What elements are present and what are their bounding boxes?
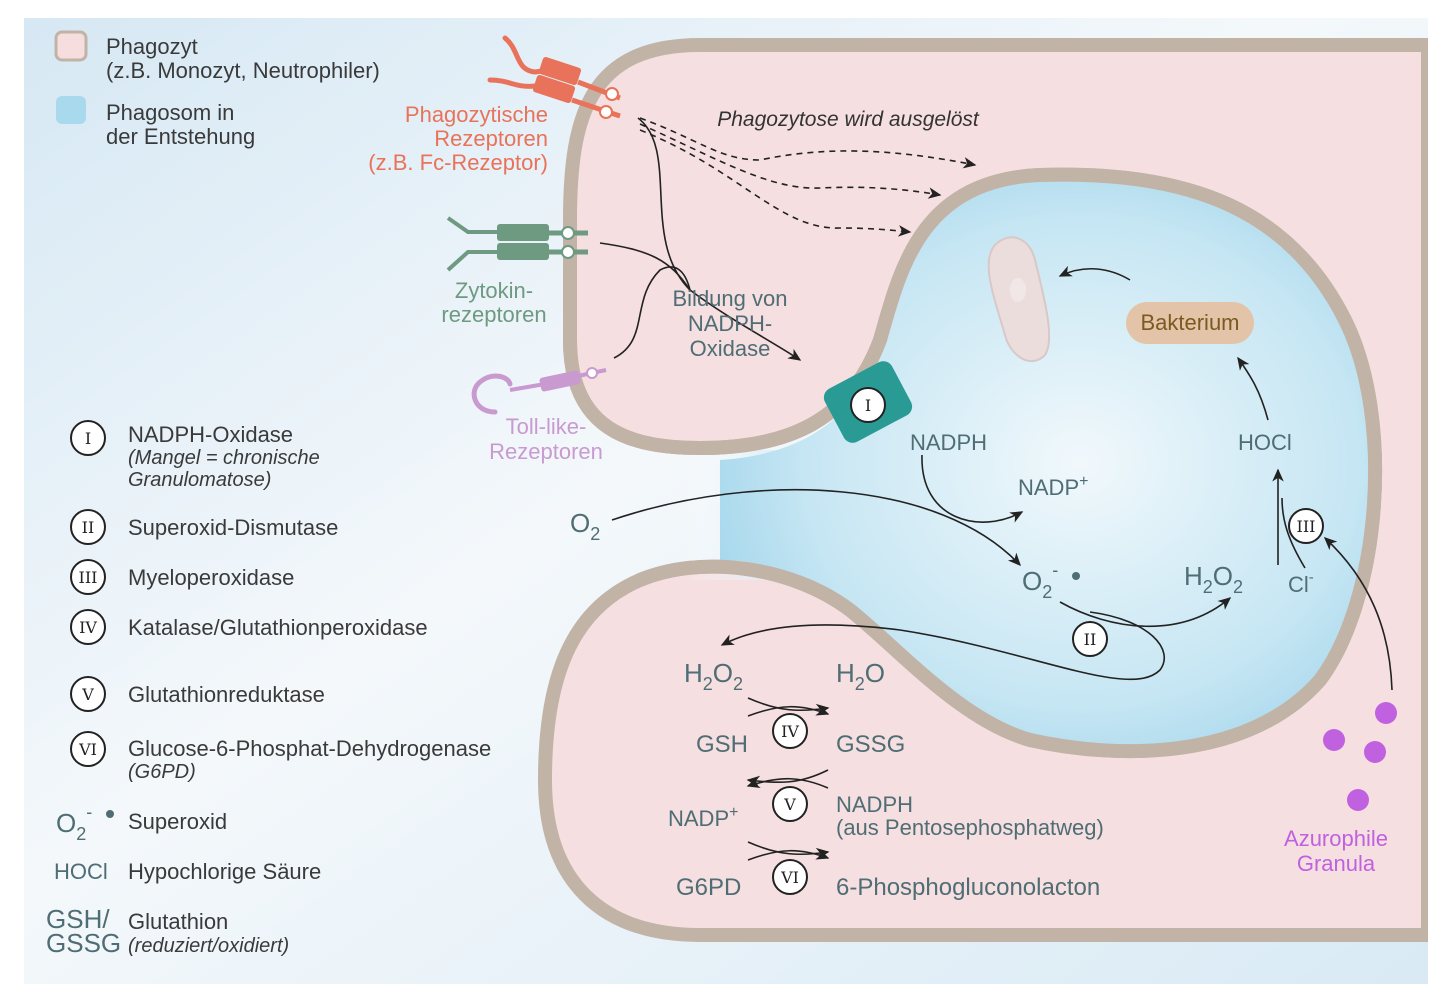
- enzyme-marker-III: III: [1288, 508, 1324, 544]
- superoxide-label: O2-: [1022, 560, 1058, 602]
- abbr-meaning: Superoxid: [128, 809, 227, 834]
- azurophil-label: Azurophile: [1284, 826, 1388, 851]
- abbr-symbol: HOCl: [54, 859, 108, 884]
- numeral-V: V: [783, 795, 796, 814]
- abbr-note: (reduziert/oxidiert): [128, 935, 289, 957]
- enzyme-marker-V: V: [772, 786, 808, 822]
- toll-like-receptor-icon: [471, 367, 607, 415]
- legend-enzyme-5: V Glutathionreduktase: [70, 676, 325, 712]
- enzyme-note: (Mangel = chronische: [128, 447, 320, 469]
- nadph-formation-label: NADPH-: [688, 311, 772, 336]
- right-clip: [1428, 0, 1448, 1000]
- abbr-meaning: Glutathion: [128, 909, 228, 934]
- legend-enzyme-3: III Myeloperoxidase: [70, 559, 294, 595]
- abbr-symbol: GSH/: [46, 904, 110, 934]
- detox-nadp-plus: NADP+: [668, 804, 738, 831]
- legend-phagosome-swatch: [56, 96, 86, 124]
- hocl-label: HOCl: [1238, 430, 1292, 455]
- numeral-IV: IV: [79, 618, 97, 637]
- azurophil-granules: [1323, 702, 1397, 811]
- phagocytic-receptor-icon: [487, 35, 621, 119]
- detox-product: 6-Phosphogluconolacton: [836, 874, 1100, 901]
- bacterium-pill: [1126, 302, 1254, 344]
- detox-gsh: GSH: [696, 731, 748, 758]
- abbr-meaning: Hypochlorige Säure: [128, 859, 321, 884]
- phagosome-membrane: [633, 167, 1383, 759]
- enzyme-marker-IV: IV: [772, 713, 808, 749]
- phagocytic-receptor-label: Phagozytische: [405, 102, 548, 127]
- legend-phagocyte-swatch: [54, 30, 88, 62]
- nadph-label: NADPH: [910, 430, 987, 455]
- legend-phagosome-line1: Phagosom in: [106, 100, 234, 125]
- phagocytosis-label: Phagozytose wird ausgelöst: [717, 108, 980, 131]
- radical-dot: [1072, 572, 1080, 580]
- numeral-I: I: [85, 429, 91, 448]
- detox-g6pd: G6PD: [676, 874, 741, 901]
- h2o2-label: H2O2: [1184, 561, 1243, 597]
- cytokine-receptor-label: Zytokin-: [455, 278, 533, 303]
- radical-dot: [106, 810, 114, 818]
- nadph-formation-label: Oxidase: [690, 336, 771, 361]
- chloride-label: Cl-: [1288, 569, 1314, 597]
- reaction-arrows: [611, 265, 1393, 691]
- detox-gssg: GSSG: [836, 731, 905, 758]
- numeral-III: III: [79, 568, 98, 587]
- numeral-V: V: [81, 685, 94, 704]
- ingested-bacterium-icon: [987, 236, 1051, 362]
- signal-arrows: [599, 117, 802, 361]
- cytokine-receptor-label: rezeptoren: [441, 302, 546, 327]
- enzyme-note: Granulomatose): [128, 469, 271, 491]
- numeral-II: II: [1084, 630, 1097, 649]
- detox-h2o2: H2O2: [684, 658, 743, 694]
- toll-like-receptor-label: Toll-like-: [506, 414, 587, 439]
- enzyme-name: Myeloperoxidase: [128, 565, 294, 590]
- legend-enzyme-2: II Superoxid-Dismutase: [70, 509, 338, 545]
- enzyme-marker-VI: VI: [772, 859, 808, 895]
- numeral-III: III: [1297, 517, 1316, 536]
- numeral-VI: VI: [780, 868, 799, 887]
- detox-arrows: [746, 697, 830, 861]
- legend-phagosome-line2: der Entstehung: [106, 124, 255, 149]
- enzyme-name: Glucose-6-Phosphat-Dehydrogenase: [128, 736, 491, 761]
- phagocytosis-arrows: [639, 117, 977, 237]
- oxygen-label: O2: [570, 508, 600, 544]
- enzyme-note: (G6PD): [128, 761, 196, 783]
- legend-phagocyte-line1: Phagozyt: [106, 34, 198, 59]
- phagocytic-receptor-label: Rezeptoren: [434, 126, 548, 151]
- nadph-formation-label: Bildung von: [673, 286, 788, 311]
- nadph-oxidase-complex: I: [823, 361, 913, 443]
- numeral-I: I: [865, 396, 871, 415]
- enzyme-marker-II: II: [1072, 621, 1108, 657]
- toll-like-receptor-label: Rezeptoren: [489, 439, 603, 464]
- phagocytic-receptor-label: (z.B. Fc-Rezeptor): [368, 150, 548, 175]
- azurophil-label: Granula: [1297, 851, 1376, 876]
- legend-glutathione: GSH/ GSSG Glutathion (reduziert/oxidiert…: [46, 904, 289, 958]
- detox-h2o: H2O: [836, 658, 885, 694]
- detox-nadph: NADPH: [836, 792, 913, 817]
- enzyme-name: NADPH-Oxidase: [128, 422, 293, 447]
- bacterium-label: Bakterium: [1140, 310, 1239, 335]
- enzyme-name: Katalase/Glutathionperoxidase: [128, 615, 428, 640]
- legend-hocl: HOCl Hypochlorige Säure: [54, 859, 321, 884]
- numeral-IV: IV: [781, 722, 799, 741]
- legend-enzyme-6: VI Glucose-6-Phosphat-Dehydrogenase (G6P…: [70, 731, 491, 783]
- nadp-plus-label: NADP+: [1018, 473, 1088, 500]
- detox-nadph-source: (aus Pentosephosphatweg): [836, 815, 1104, 840]
- legend-enzyme-1: I NADPH-Oxidase (Mangel = chronische Gra…: [70, 420, 320, 491]
- enzyme-name: Superoxid-Dismutase: [128, 515, 338, 540]
- legend-enzyme-4: IV Katalase/Glutathionperoxidase: [70, 609, 428, 645]
- enzyme-name: Glutathionreduktase: [128, 682, 325, 707]
- abbr-symbol: GSSG: [46, 928, 121, 958]
- cytokine-receptor-icon: [446, 216, 588, 272]
- numeral-VI: VI: [78, 740, 97, 759]
- legend-phagocyte-line2: (z.B. Monozyt, Neutrophiler): [106, 58, 380, 83]
- numeral-II: II: [82, 518, 95, 537]
